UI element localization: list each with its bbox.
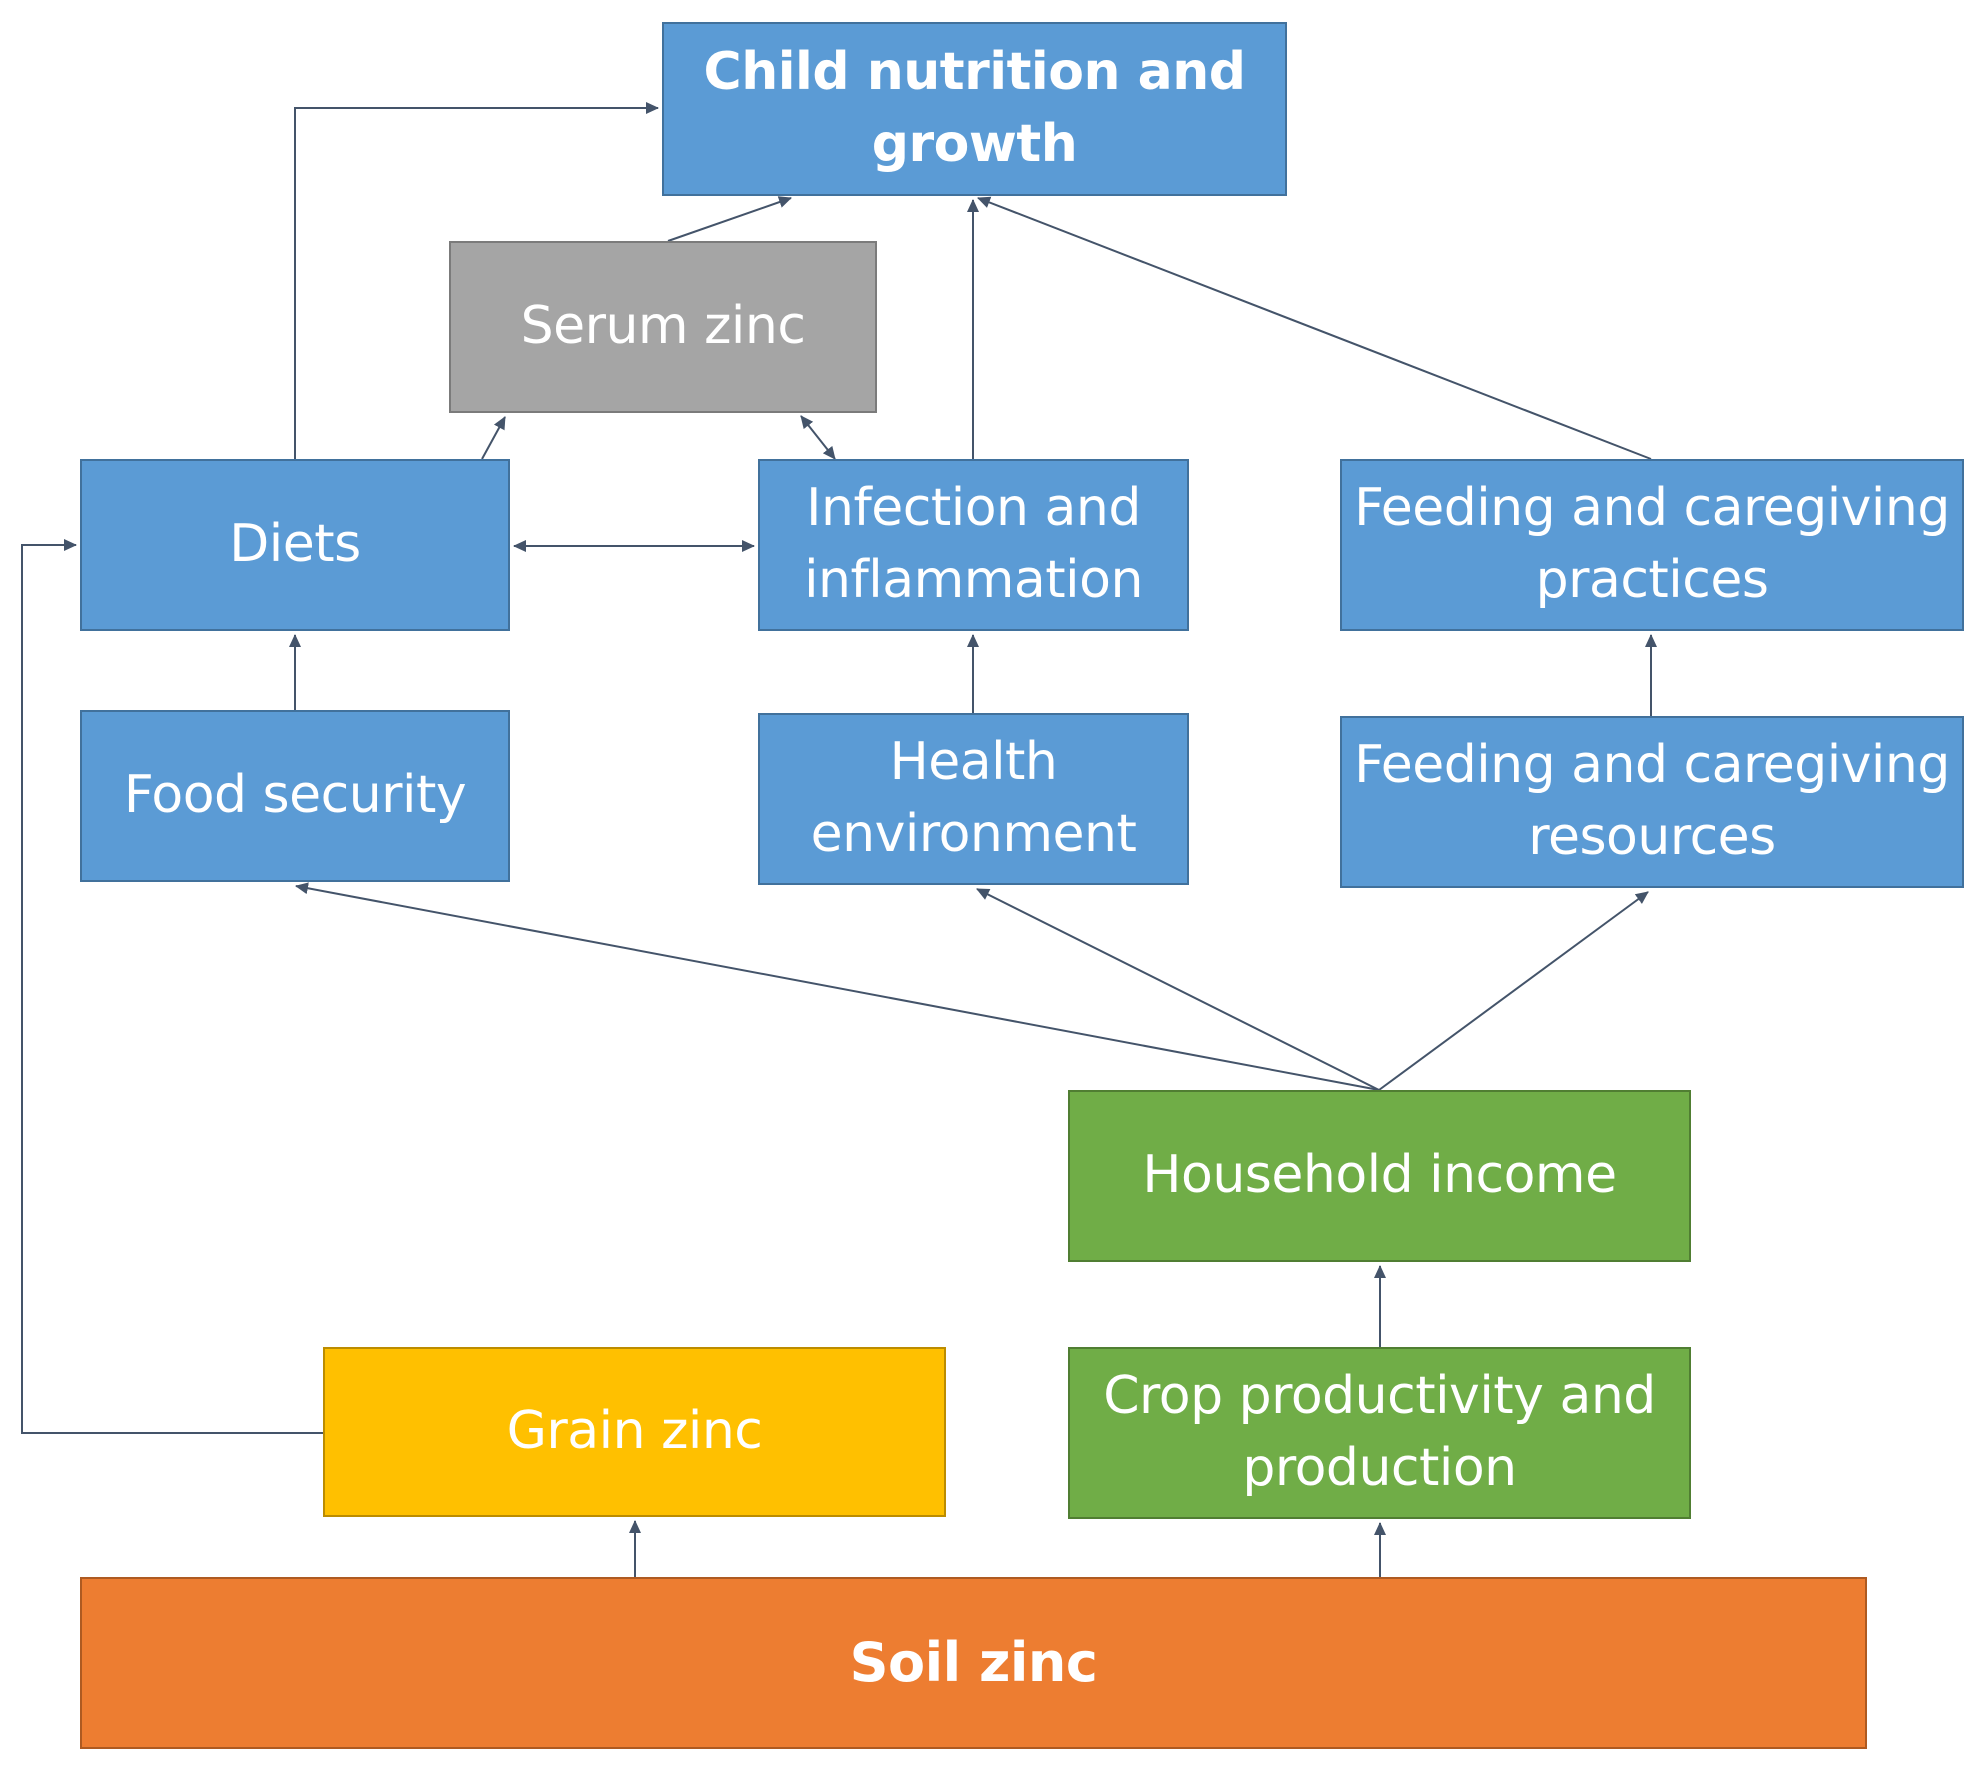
node-diets: Diets — [80, 459, 510, 631]
node-label-line: Feeding and caregiving — [1354, 735, 1950, 796]
edge-grain-to-diets — [21, 539, 323, 1434]
edge-income-to-food-security — [295, 882, 1380, 1091]
edge-income-to-feeding-resources — [1378, 891, 1649, 1091]
edge-income-to-health — [976, 888, 1380, 1091]
node-feeding-caregiving-resources: Feeding and caregiving resources — [1340, 716, 1964, 888]
node-household-income: Household income — [1068, 1090, 1691, 1262]
node-label-line: Crop productivity and — [1103, 1366, 1656, 1427]
node-feeding-caregiving-practices: Feeding and caregiving practices — [1340, 459, 1964, 631]
node-label-line: Health — [889, 732, 1058, 793]
edge-infection-serum-bidirectional — [800, 415, 836, 460]
node-label-line: resources — [1528, 807, 1776, 867]
node-label-line: Feeding and caregiving — [1354, 478, 1950, 539]
edge-diets-to-child — [294, 102, 659, 459]
node-label-line: practices — [1535, 550, 1769, 610]
node-label-line: environment — [810, 804, 1137, 864]
node-label: Food security — [123, 765, 467, 826]
node-serum-zinc: Serum zinc — [449, 241, 877, 413]
node-label: Soil zinc — [849, 1630, 1098, 1694]
edge-practices-to-child — [977, 196, 1652, 460]
edge-diets-to-serum — [481, 416, 506, 460]
node-label: Household income — [1142, 1145, 1617, 1206]
node-soil-zinc: Soil zinc — [80, 1577, 1867, 1749]
node-label-line: inflammation — [804, 550, 1143, 610]
node-label: Serum zinc — [520, 296, 806, 357]
node-label-line: Child nutrition and — [703, 42, 1246, 103]
node-label-line: production — [1242, 1438, 1517, 1498]
node-label: Grain zinc — [506, 1401, 763, 1462]
edge-serum-to-child — [667, 196, 792, 242]
node-health-environment: Health environment — [758, 713, 1189, 885]
node-grain-zinc: Grain zinc — [323, 1347, 946, 1517]
node-food-security: Food security — [80, 710, 510, 882]
node-infection-and-inflammation: Infection and inflammation — [758, 459, 1189, 631]
node-label: Diets — [229, 514, 361, 575]
node-child-nutrition-and-growth: Child nutrition and growth — [662, 22, 1287, 196]
node-crop-productivity-and-production: Crop productivity and production — [1068, 1347, 1691, 1519]
node-label-line: growth — [871, 114, 1078, 174]
node-label-line: Infection and — [806, 478, 1141, 539]
